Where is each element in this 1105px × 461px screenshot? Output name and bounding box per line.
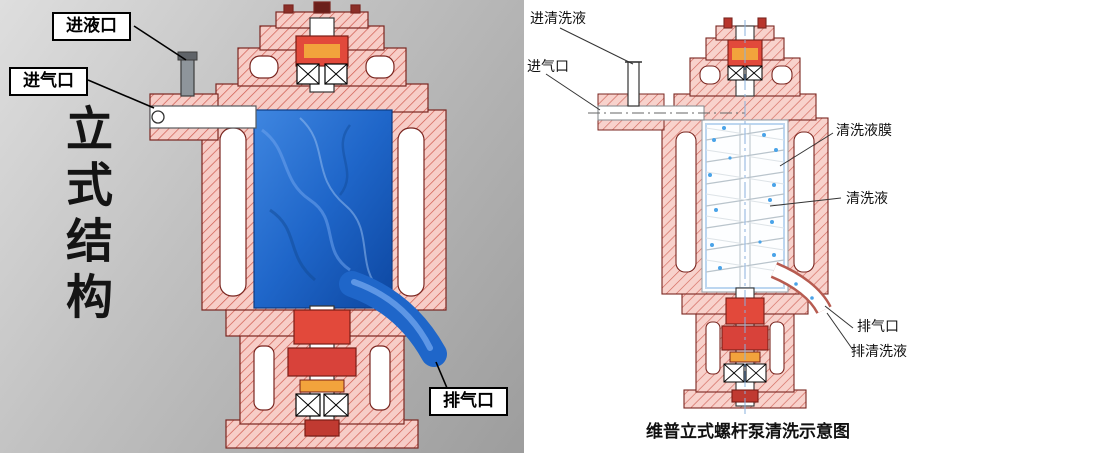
cleaning-liquid-droplets xyxy=(708,126,778,270)
outlet-passage xyxy=(770,262,832,315)
gas-inlet-pipe xyxy=(588,93,745,131)
gas-outlet-pipe xyxy=(339,271,447,367)
figure-caption: 维普立式螺杆泵清洗示意图 xyxy=(646,422,850,441)
pump-cross-section-structure xyxy=(87,1,448,449)
label-gas-inlet-right: 进气口 xyxy=(527,58,569,74)
left-structure-panel: 立式结构 进液口 进气口 排气口 xyxy=(0,0,524,453)
liquid-inlet-fitting xyxy=(177,51,198,97)
label-gas-inlet: 进气口 xyxy=(9,67,88,96)
pump-cross-section-cleaning xyxy=(545,17,854,414)
top-shaft-seal xyxy=(295,17,349,93)
label-cleaning-film: 清洗液膜 xyxy=(836,122,892,138)
vertical-title: 立式结构 xyxy=(58,104,110,328)
label-liquid-inlet: 进液口 xyxy=(52,12,131,41)
leader-lines xyxy=(545,27,854,351)
liquid-chamber xyxy=(253,109,393,309)
bottom-shaft-bearings xyxy=(287,305,357,437)
leader-lines xyxy=(87,25,448,389)
label-gas-outlet: 排气口 xyxy=(429,387,508,416)
cleaning-inlet-fitting xyxy=(625,61,642,107)
label-cleaning-outlet: 排清洗液 xyxy=(851,343,907,359)
label-gas-outlet-right: 排气口 xyxy=(857,318,899,334)
label-cleaning-liquid: 清洗液 xyxy=(846,190,888,206)
gas-inlet-pipe xyxy=(149,93,257,141)
label-cleaning-inlet: 进清洗液 xyxy=(530,10,586,26)
right-cleaning-panel xyxy=(524,0,1105,461)
